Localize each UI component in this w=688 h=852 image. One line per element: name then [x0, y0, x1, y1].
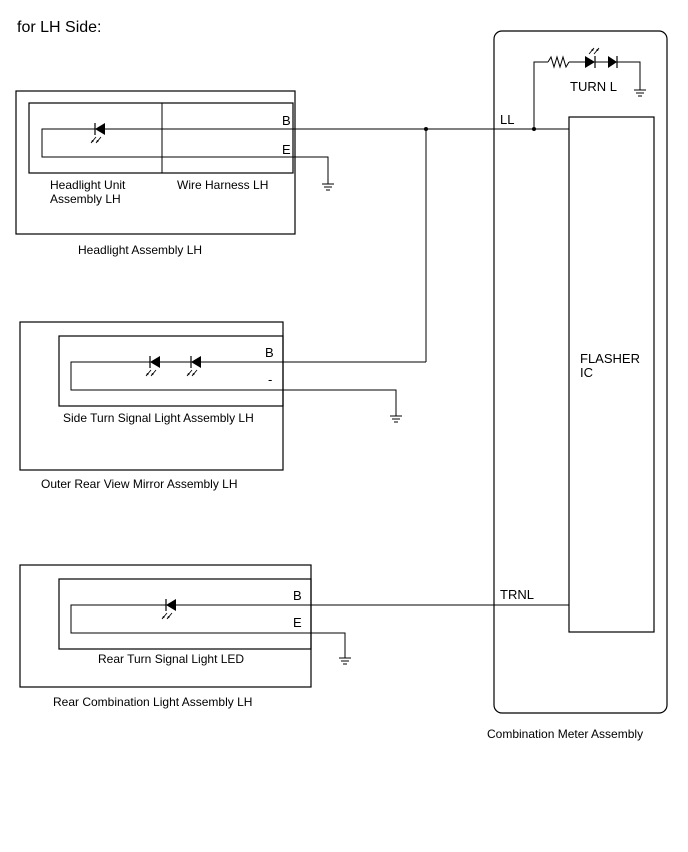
headlight-led-icon	[90, 122, 106, 144]
rear-e-wire	[70, 604, 346, 658]
side-turn-signal-label: Side Turn Signal Light Assembly LH	[63, 411, 254, 425]
junction-dot-2	[532, 127, 536, 131]
headlight-assembly-label: Headlight Assembly LH	[78, 243, 202, 257]
junction-dot-1	[424, 127, 428, 131]
rear-ground-icon	[338, 657, 352, 665]
rear-led-box	[58, 578, 312, 650]
turn-l-label: TURN L	[570, 79, 617, 94]
meter-pin-trnl: TRNL	[500, 587, 534, 602]
combination-meter: TURN L LL TRNL FLASHER IC Combination Me…	[487, 30, 668, 741]
wire-harness-label: Wire Harness LH	[177, 178, 268, 192]
side-led-1-icon	[145, 355, 161, 377]
mirror-ground-icon	[389, 415, 403, 423]
indicator-ground-icon	[633, 89, 647, 97]
diode-icon	[608, 56, 618, 68]
rear-assembly-label: Rear Combination Light Assembly LH	[53, 695, 252, 709]
mirror-minus-wire	[70, 361, 397, 416]
turn-indicator-feed	[533, 61, 548, 129]
flasher-label-1: FLASHER	[580, 351, 640, 366]
headlight-pin-b: B	[282, 113, 291, 128]
rear-assembly: B E Rear Turn Signal Light LED Rear Comb…	[19, 564, 352, 709]
mirror-assembly-label: Outer Rear View Mirror Assembly LH	[41, 477, 238, 491]
rear-pin-b: B	[293, 588, 302, 603]
diagram-header: for LH Side:	[17, 19, 101, 36]
side-turn-signal-box	[58, 335, 284, 407]
flasher-ic-box	[568, 116, 655, 633]
rear-led-icon	[161, 598, 177, 620]
headlight-unit-label-1: Headlight Unit	[50, 178, 126, 192]
resistor-icon	[547, 55, 570, 69]
headlight-ground-icon	[321, 183, 335, 191]
turn-indicator-led-icon	[584, 47, 600, 69]
meter-pin-ll: LL	[500, 112, 514, 127]
combination-meter-label: Combination Meter Assembly	[487, 727, 643, 741]
indicator-ground-wire	[617, 61, 641, 90]
mirror-pin-minus: -	[268, 372, 272, 387]
rear-pin-e: E	[293, 615, 302, 630]
mirror-assembly: B - Side Turn Signal Light Assembly LH O…	[19, 321, 426, 491]
mirror-pin-b: B	[265, 345, 274, 360]
headlight-unit-label-2: Assembly LH	[50, 192, 121, 206]
combination-meter-box	[493, 30, 668, 714]
headlight-e-wire	[41, 128, 329, 184]
rear-led-label: Rear Turn Signal Light LED	[98, 652, 244, 666]
rear-assembly-box	[19, 564, 312, 688]
side-led-2-icon	[186, 355, 202, 377]
headlight-pin-e: E	[282, 142, 291, 157]
headlight-inner-box	[28, 102, 294, 174]
flasher-label-2: IC	[580, 365, 593, 380]
headlight-assembly: B E Headlight Unit Assembly LH Wire Harn…	[15, 90, 335, 257]
headlight-assembly-box	[15, 90, 296, 235]
